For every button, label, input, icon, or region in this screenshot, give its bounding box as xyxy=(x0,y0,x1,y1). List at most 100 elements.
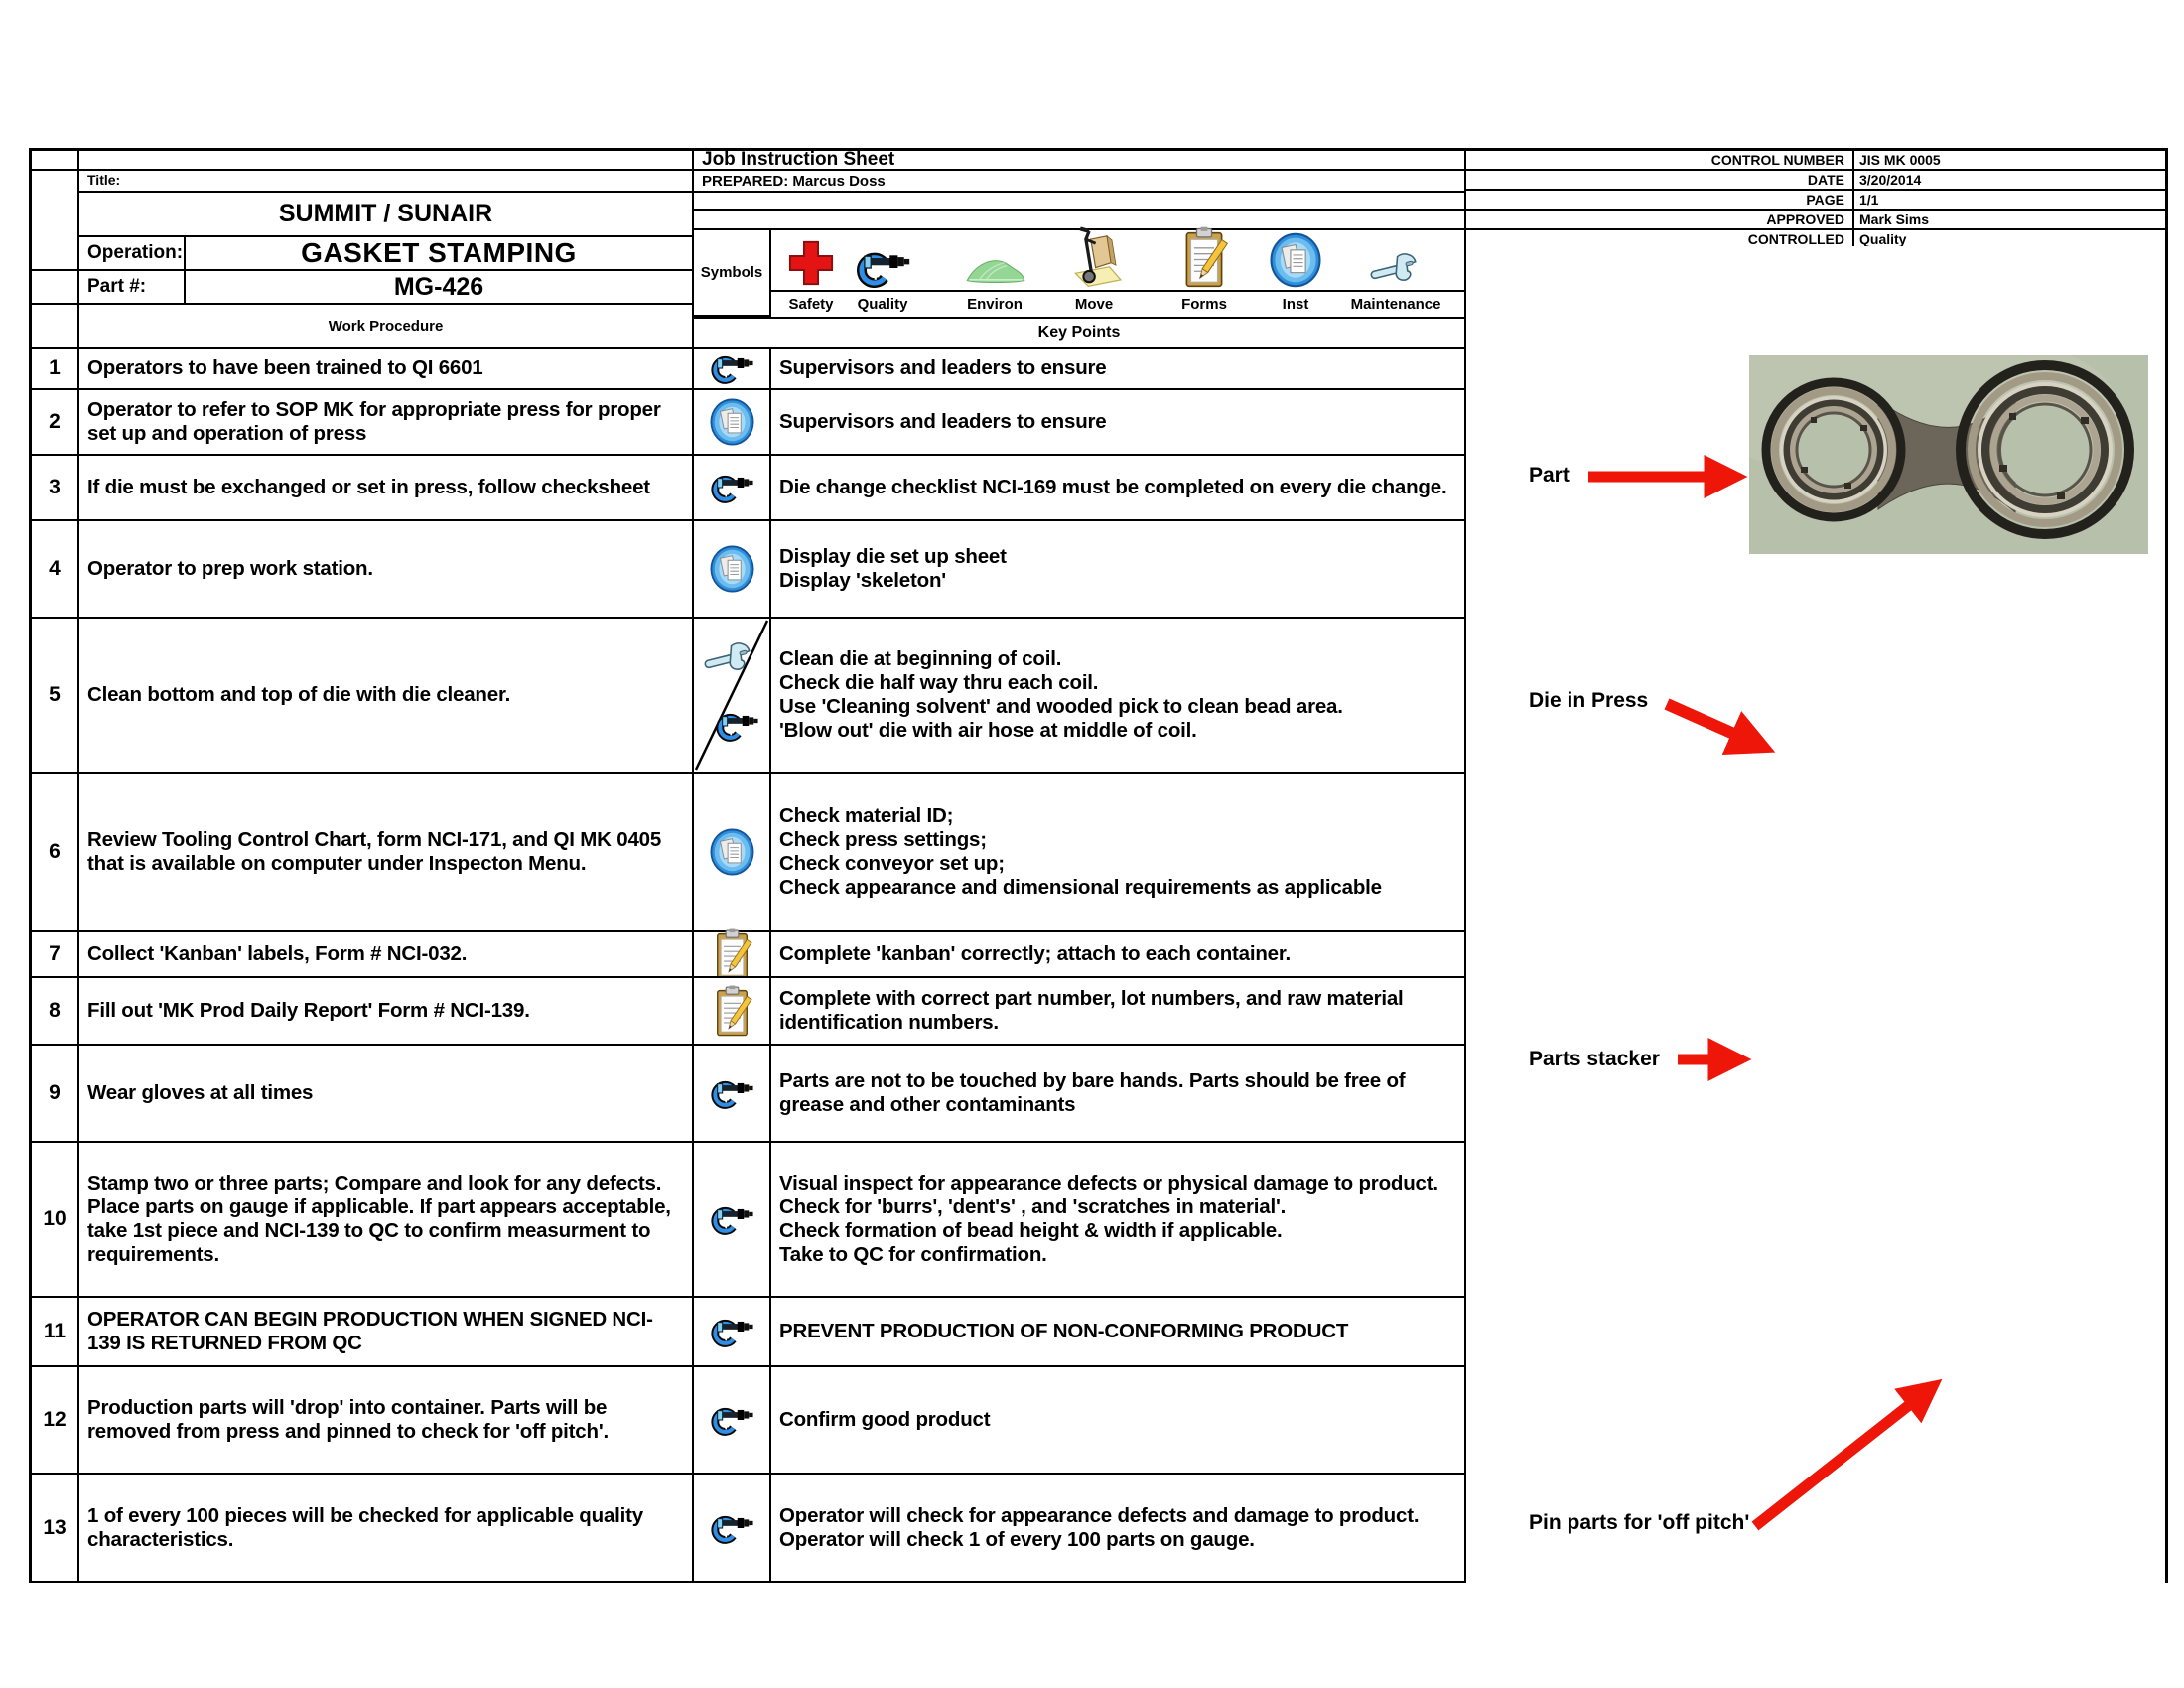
operation-label: Operation: xyxy=(87,242,184,263)
work-procedure-text: Fill out 'MK Prod Daily Report' Form # N… xyxy=(77,976,694,1046)
work-procedure-text: Production parts will 'drop' into contai… xyxy=(77,1365,694,1475)
diagonal-divider xyxy=(694,620,769,771)
environ-icon xyxy=(963,254,1027,288)
row-number: 11 xyxy=(30,1296,79,1367)
empty-strip-1 xyxy=(692,191,1466,211)
key-points-text: Display die set up sheet Display 'skelet… xyxy=(769,519,1466,619)
symbols-cell xyxy=(692,772,771,932)
prepared-by: PREPARED: Marcus Doss xyxy=(702,172,886,190)
outer-border-right xyxy=(2165,148,2168,1583)
inst-icon xyxy=(709,398,755,446)
key-points-text: Supervisors and leaders to ensure xyxy=(769,347,1466,390)
key-points-text: Parts are not to be touched by bare hand… xyxy=(769,1044,1466,1143)
key-points-text: Confirm good product xyxy=(769,1365,1466,1475)
work-procedure-text: OPERATOR CAN BEGIN PRODUCTION WHEN SIGNE… xyxy=(77,1296,694,1367)
row-number: 8 xyxy=(30,976,79,1046)
symbols-icons-band xyxy=(769,226,1466,292)
part-value-cell: MG-426 xyxy=(184,269,694,305)
doc-title-cell: Job Instruction Sheet xyxy=(692,149,1466,171)
symbols-cell xyxy=(692,388,771,456)
forms-icon xyxy=(1180,226,1228,288)
die-in-press-arrow xyxy=(1664,698,1776,756)
legend-label-environ: Environ xyxy=(967,296,1023,313)
work-procedure-text: 1 of every 100 pieces will be checked fo… xyxy=(77,1473,694,1583)
key-points-text: Check material ID; Check press settings;… xyxy=(769,772,1466,932)
quality-icon xyxy=(709,1404,754,1436)
operation-label-cell: Operation: xyxy=(77,235,186,271)
pin-parts-arrow xyxy=(1751,1378,1943,1531)
row-number-column-header2 xyxy=(30,269,79,305)
key-points-header: Key Points xyxy=(1037,324,1121,341)
maintenance-icon xyxy=(700,637,759,677)
inst-icon xyxy=(709,828,755,876)
legend-label-inst: Inst xyxy=(1282,296,1309,313)
row-number: 5 xyxy=(30,617,79,774)
legend-label-safety: Safety xyxy=(788,296,834,313)
key-points-text: Clean die at beginning of coil. Check di… xyxy=(769,617,1466,774)
operation-value-cell: GASKET STAMPING xyxy=(184,235,694,271)
work-procedure-text: Review Tooling Control Chart, form NCI-1… xyxy=(77,772,694,932)
row-number-column-header xyxy=(30,169,79,271)
row-number: 13 xyxy=(30,1473,79,1583)
key-points-text: Complete with correct part number, lot n… xyxy=(769,976,1466,1046)
quality-icon xyxy=(709,1512,754,1544)
inst-icon xyxy=(1269,232,1322,288)
inst-icon xyxy=(709,545,755,593)
symbols-cell xyxy=(692,1365,771,1475)
outer-border-top xyxy=(29,148,2168,151)
legend-move-icon xyxy=(1063,226,1125,288)
symbols-header: Symbols xyxy=(700,264,763,281)
quality-icon xyxy=(709,472,754,503)
title-label: Title: xyxy=(87,172,121,188)
quality-icon xyxy=(714,710,759,742)
symbols-cell xyxy=(692,519,771,619)
maintenance-icon xyxy=(1366,248,1426,288)
legend-safety-icon xyxy=(786,238,836,288)
work-procedure-header-cell: Work Procedure xyxy=(77,303,694,349)
row-number: 1 xyxy=(30,347,79,390)
row-number: 6 xyxy=(30,772,79,932)
row-number: 4 xyxy=(30,519,79,619)
row-number: 12 xyxy=(30,1365,79,1475)
legend-maintenance-icon xyxy=(1366,248,1426,288)
legend-label-forms: Forms xyxy=(1181,296,1227,313)
forms-icon xyxy=(712,928,752,980)
key-points-header-cell: Key Points xyxy=(692,317,1466,349)
work-procedure-text: Wear gloves at all times xyxy=(77,1044,694,1143)
annotation-arrows xyxy=(1588,455,1943,1531)
symbols-cell xyxy=(692,454,771,521)
legend-environ-icon xyxy=(963,254,1027,288)
corner-cell xyxy=(30,149,79,171)
legend-forms-icon xyxy=(1180,226,1228,288)
company-cell: SUMMIT / SUNAIR xyxy=(77,191,694,237)
key-points-text: Supervisors and leaders to ensure xyxy=(769,388,1466,456)
legend-label-quality: Quality xyxy=(857,296,908,313)
row-number-column-header3 xyxy=(30,303,79,349)
symbols-cell xyxy=(692,1473,771,1583)
key-points-text: Complete 'kanban' correctly; attach to e… xyxy=(769,930,1466,978)
part-number-label: Part #: xyxy=(87,276,147,297)
symbols-cell xyxy=(692,1044,771,1143)
work-procedure-text: Stamp two or three parts; Compare and lo… xyxy=(77,1141,694,1298)
work-procedure-text: If die must be exchanged or set in press… xyxy=(77,454,694,521)
row-number: 9 xyxy=(30,1044,79,1143)
doc-title: Job Instruction Sheet xyxy=(702,149,895,170)
symbols-cell xyxy=(692,976,771,1046)
part-label-cell: Part #: xyxy=(77,269,186,305)
header-strip xyxy=(77,149,694,171)
work-procedure-text: Operator to refer to SOP MK for appropri… xyxy=(77,388,694,456)
work-procedure-text: Clean bottom and top of die with die cle… xyxy=(77,617,694,774)
key-points-text: Die change checklist NCI-169 must be com… xyxy=(769,454,1466,521)
work-procedure-text: Operators to have been trained to QI 660… xyxy=(77,347,694,390)
key-points-text: Visual inspect for appearance defects or… xyxy=(769,1141,1466,1298)
prepared-cell: PREPARED: Marcus Doss xyxy=(692,169,1466,193)
part-photo xyxy=(1700,326,2148,554)
part-number-value: MG-426 xyxy=(393,272,484,301)
symbols-cell xyxy=(692,1296,771,1367)
safety-icon xyxy=(786,238,836,288)
symbols-cell xyxy=(692,1141,771,1298)
legend-label-move: Move xyxy=(1074,296,1114,313)
parts-stacker-annotation: Parts stacker xyxy=(1529,1048,1660,1070)
